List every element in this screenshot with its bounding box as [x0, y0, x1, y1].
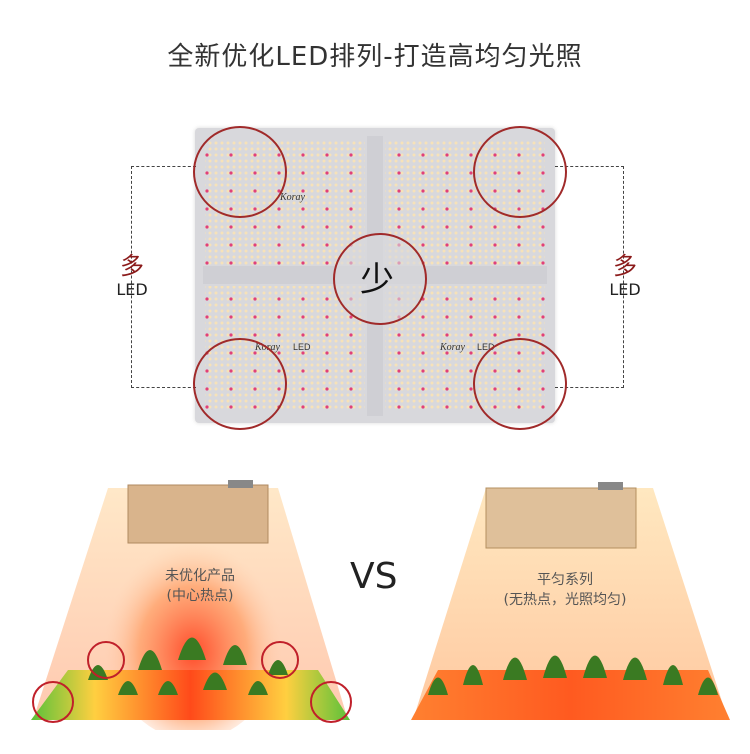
- uniform-light-illustration: [411, 482, 730, 720]
- led-text: LED: [609, 280, 641, 299]
- left-bracket: [131, 166, 196, 388]
- unoptimized-title: 未优化产品: [165, 568, 235, 584]
- center-circle: [333, 233, 427, 325]
- page-title: 全新优化LED排列-打造高均匀光照: [167, 42, 583, 72]
- uniform-caption: 平匀系列 (无热点，光照均匀): [490, 570, 640, 610]
- led-mark: LED: [477, 342, 495, 352]
- led-text: LED: [116, 280, 148, 299]
- led-mark: LED: [293, 342, 311, 352]
- brand-mark: Koray: [439, 342, 466, 353]
- left-led-label: 多 LED: [102, 252, 162, 299]
- many-text: 多: [120, 252, 144, 280]
- unoptimized-caption: 未优化产品 (中心热点): [140, 566, 260, 606]
- brand-mark: Koray: [279, 192, 306, 203]
- unoptimized-light-illustration: [31, 480, 352, 730]
- unoptimized-subtitle: (中心热点): [166, 588, 234, 604]
- corner-circle: [193, 126, 287, 218]
- corner-circle: [473, 338, 567, 430]
- vs-text: VS: [350, 556, 398, 597]
- corner-circle: [193, 338, 287, 430]
- uniform-title: 平匀系列: [537, 572, 593, 588]
- right-bracket: [555, 166, 624, 388]
- few-text: 少: [360, 260, 394, 300]
- corner-circle: [473, 126, 567, 218]
- many-text: 多: [613, 252, 637, 280]
- right-led-label: 多 LED: [595, 252, 655, 299]
- uniform-subtitle: (无热点，光照均匀): [503, 592, 627, 608]
